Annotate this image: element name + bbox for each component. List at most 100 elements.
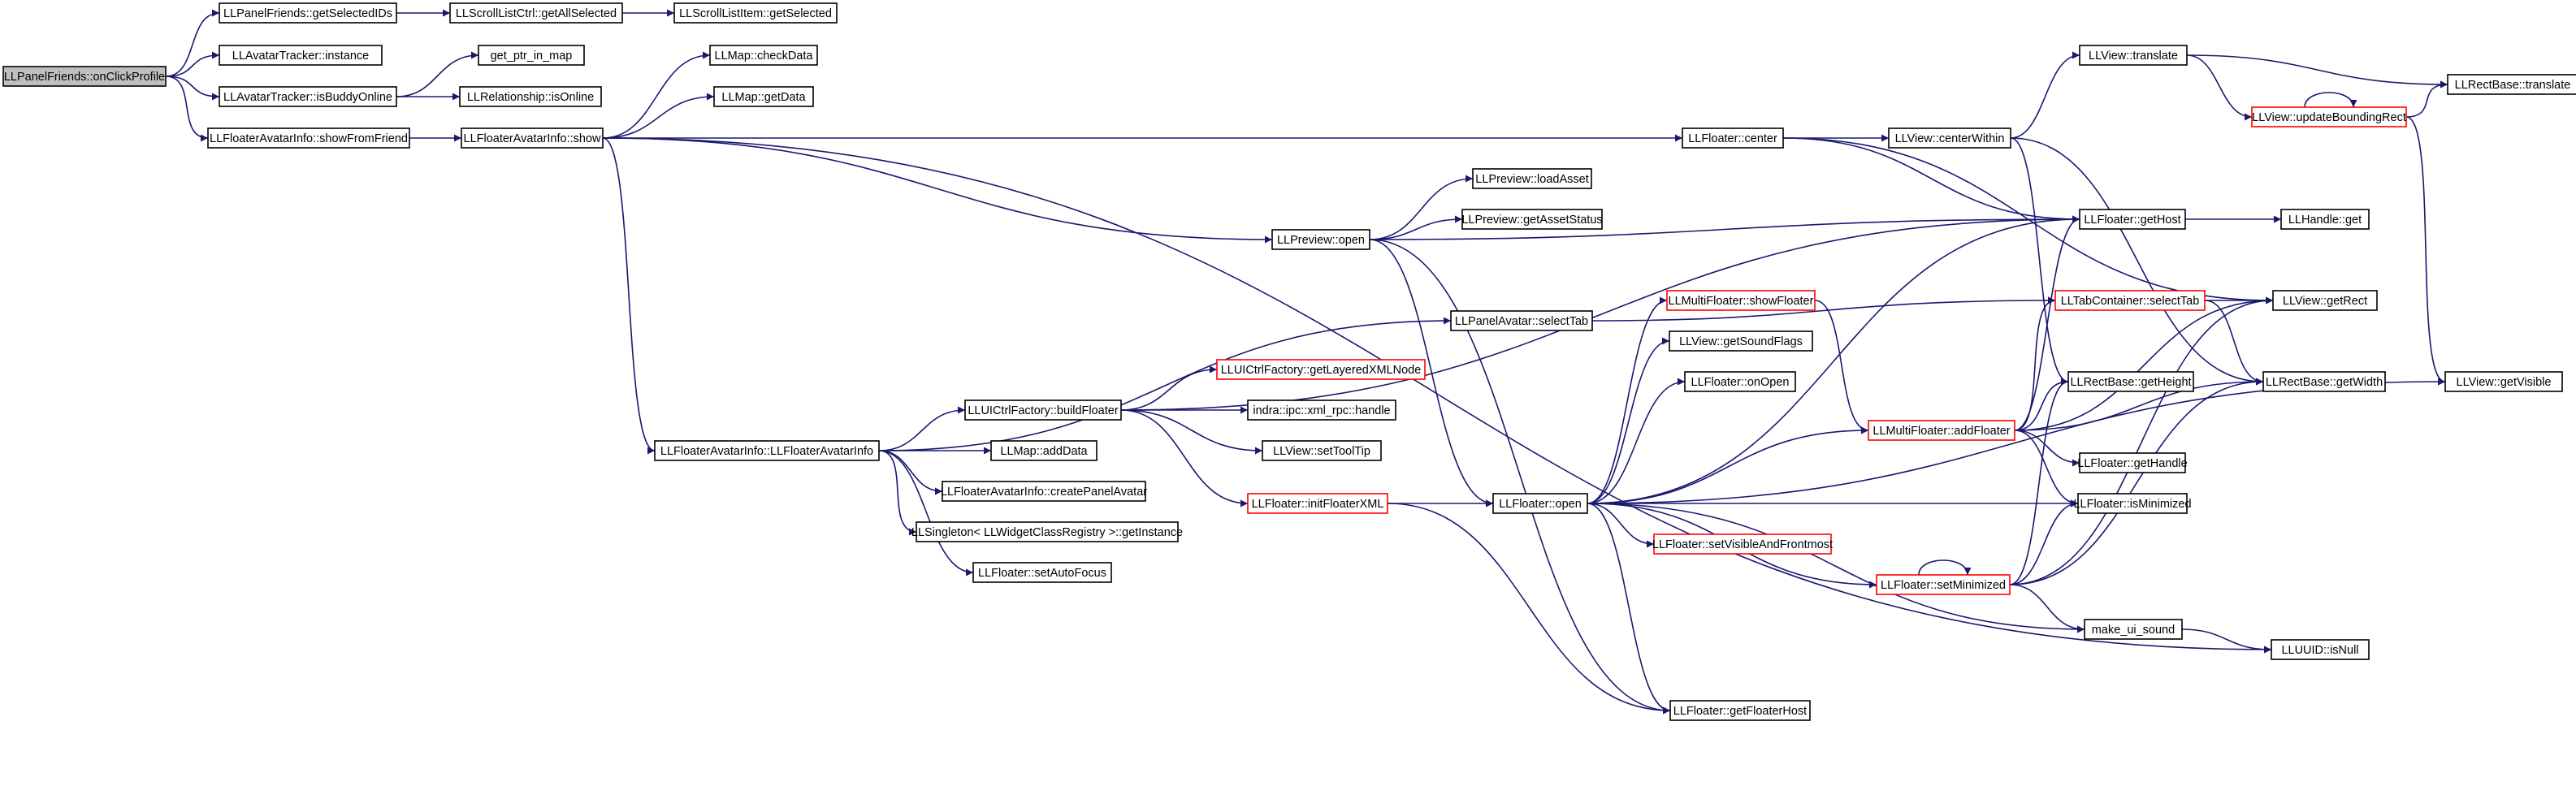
- node-setMinimized[interactable]: LLFloater::setMinimized: [1876, 574, 2011, 595]
- node-setVisibleAndFrontmost[interactable]: LLFloater::setVisibleAndFrontmost: [1652, 533, 1833, 555]
- node-label: LLFloater::open: [1499, 498, 1582, 511]
- node-loadAsset[interactable]: LLPreview::loadAsset: [1472, 168, 1592, 189]
- edge-initFloaterXML-to-getFloaterHost: [1387, 503, 1671, 715]
- node-getSelected[interactable]: LLScrollListItem::getSelected: [673, 2, 838, 24]
- edges-layer: [165, 9, 2448, 715]
- node-label: LLView::setToolTip: [1273, 445, 1370, 458]
- node-box: [1262, 440, 1382, 461]
- node-previewOpen[interactable]: LLPreview::open: [1271, 229, 1370, 250]
- node-getAssetStatus[interactable]: LLPreview::getAssetStatus: [1461, 209, 1603, 230]
- node-box: [1684, 371, 1796, 392]
- node-label: LLMap::getData: [721, 91, 806, 104]
- edge-makeUiSound-to-uuidIsNull: [2181, 628, 2272, 654]
- node-box: [673, 2, 838, 24]
- node-label: LLPanelAvatar::selectTab: [1455, 315, 1588, 328]
- node-label: LLMap::checkData: [715, 50, 814, 63]
- node-label: LLFloater::initFloaterXML: [1252, 498, 1384, 511]
- node-onClickProfile[interactable]: LLPanelFriends::onClickProfile: [2, 66, 167, 87]
- edge-floaterOpen-to-addFloater: [1587, 426, 1869, 504]
- node-box: [219, 86, 397, 107]
- node-box: [1247, 400, 1396, 421]
- node-getSelectedIDs[interactable]: LLPanelFriends::getSelectedIDs: [219, 2, 397, 24]
- node-getHeight[interactable]: LLRectBase::getHeight: [2067, 371, 2194, 392]
- node-isBuddyOnline[interactable]: LLAvatarTracker::isBuddyOnline: [219, 86, 397, 107]
- node-centerWithin[interactable]: LLView::centerWithin: [1888, 127, 2011, 149]
- edge-avatarInfoCtor-to-singletonGetInstance: [878, 450, 917, 536]
- node-floaterOpen[interactable]: LLFloater::open: [1492, 493, 1588, 514]
- node-label: LLView::centerWithin: [1895, 132, 2005, 145]
- node-box: [713, 86, 814, 107]
- edge-floaterOpen-to-makeUiSound: [1587, 503, 2085, 633]
- node-makeUiSound[interactable]: make_ui_sound: [2084, 619, 2183, 640]
- node-getWidth[interactable]: LLRectBase::getWidth: [2262, 371, 2386, 392]
- node-getData[interactable]: LLMap::getData: [713, 86, 814, 107]
- node-checkData[interactable]: LLMap::checkData: [709, 45, 818, 66]
- edge-buildFloater-to-initFloaterXML: [1120, 409, 1249, 507]
- node-box: [478, 45, 585, 66]
- node-uuidIsNull[interactable]: LLUUID::isNull: [2271, 639, 2370, 660]
- node-label: LLRectBase::getWidth: [2266, 376, 2383, 389]
- node-selectTabTC[interactable]: LLTabContainer::selectTab: [2054, 290, 2206, 311]
- node-updateBoundingRect[interactable]: LLView::updateBoundingRect: [2251, 106, 2407, 127]
- node-label: LLFloater::setMinimized: [1881, 579, 2006, 592]
- node-box: [2079, 209, 2186, 230]
- node-getRect[interactable]: LLView::getRect: [2272, 290, 2378, 311]
- edge-addFloater-to-selectTabTC: [2014, 296, 2056, 431]
- node-label: LLFloater::getFloaterHost: [1673, 705, 1807, 718]
- node-addFloater[interactable]: LLMultiFloater::addFloater: [1868, 420, 2015, 441]
- node-box: [709, 45, 818, 66]
- node-box: [2447, 74, 2576, 95]
- node-avatarTrackerInstance[interactable]: LLAvatarTracker::instance: [219, 45, 383, 66]
- node-box: [654, 440, 880, 461]
- node-getFloaterHost[interactable]: LLFloater::getFloaterHost: [1669, 700, 1811, 721]
- node-singletonGetInstance[interactable]: LLSingleton< LLWidgetClassRegistry >::ge…: [911, 521, 1183, 542]
- edge-avatarInfoCtor-to-buildFloater: [878, 406, 966, 451]
- node-getHost[interactable]: LLFloater::getHost: [2079, 209, 2186, 230]
- node-label: LLFloaterAvatarInfo::showFromFriend: [210, 132, 408, 145]
- edge-addFloater-to-getHeight: [2014, 378, 2069, 431]
- node-label: LLFloater::setVisibleAndFrontmost: [1652, 538, 1833, 551]
- node-label: LLAvatarTracker::isBuddyOnline: [223, 91, 392, 104]
- node-showFromFriend[interactable]: LLFloaterAvatarInfo::showFromFriend: [207, 127, 410, 149]
- node-label: LLUICtrlFactory::getLayeredXMLNode: [1221, 364, 1422, 377]
- edge-buildFloater-to-getHost: [1120, 215, 2080, 411]
- node-getPtrInMap[interactable]: get_ptr_in_map: [478, 45, 585, 66]
- node-getAllSelected[interactable]: LLScrollListCtrl::getAllSelected: [449, 2, 623, 24]
- node-showFloater[interactable]: LLMultiFloater::showFloater: [1666, 290, 1816, 311]
- node-viewTranslate[interactable]: LLView::translate: [2079, 45, 2188, 66]
- edge-setMinimized-to-setMinimized: [1918, 559, 1972, 576]
- node-isOnline[interactable]: LLRelationship::isOnline: [459, 86, 602, 107]
- node-avatarInfoShow[interactable]: LLFloaterAvatarInfo::show: [461, 127, 604, 149]
- node-handleGet[interactable]: LLHandle::get: [2280, 209, 2370, 230]
- node-initFloaterXML[interactable]: LLFloater::initFloaterXML: [1247, 493, 1388, 514]
- node-box: [1653, 533, 1832, 555]
- edge-floaterOpen-to-setVisibleAndFrontmost: [1587, 503, 1655, 548]
- node-label: LLFloaterAvatarInfo::show: [464, 132, 602, 145]
- node-rectTranslate[interactable]: LLRectBase::translate: [2447, 74, 2576, 95]
- node-box: [1450, 310, 1593, 331]
- node-buildFloater[interactable]: LLUICtrlFactory::buildFloater: [964, 400, 1122, 421]
- node-avatarInfoCtor[interactable]: LLFloaterAvatarInfo::LLFloaterAvatarInfo: [654, 440, 880, 461]
- node-isMinimized[interactable]: LLFloater::isMinimized: [2073, 493, 2192, 514]
- node-box: [1669, 330, 1813, 352]
- edge-avatarInfoCtor-to-createPanelAvatar: [878, 450, 943, 495]
- node-box: [2079, 45, 2188, 66]
- node-selectTabPA[interactable]: LLPanelAvatar::selectTab: [1450, 310, 1593, 331]
- node-label: LLFloaterAvatarInfo::LLFloaterAvatarInfo: [660, 445, 873, 458]
- node-box: [461, 127, 604, 149]
- node-box: [2, 66, 167, 87]
- node-setAutoFocus[interactable]: LLFloater::setAutoFocus: [972, 562, 1112, 583]
- edge-selectTabTC-to-getWidth: [2204, 300, 2264, 386]
- node-setToolTip[interactable]: LLView::setToolTip: [1262, 440, 1382, 461]
- node-getSoundFlags[interactable]: LLView::getSoundFlags: [1669, 330, 1813, 352]
- node-getVisible[interactable]: LLView::getVisible: [2444, 371, 2563, 392]
- node-onOpen[interactable]: LLFloater::onOpen: [1684, 371, 1796, 392]
- node-label: LLRelationship::isOnline: [467, 91, 594, 104]
- node-label: LLView::getSoundFlags: [1679, 335, 1803, 348]
- node-getLayeredXMLNode[interactable]: LLUICtrlFactory::getLayeredXMLNode: [1216, 359, 1426, 380]
- node-addData[interactable]: LLMap::addData: [990, 440, 1098, 461]
- node-xmlRpcHandle[interactable]: indra::ipc::xml_rpc::handle: [1247, 400, 1396, 421]
- node-createPanelAvatar[interactable]: LLFloaterAvatarInfo::createPanelAvatar: [941, 481, 1147, 502]
- node-floaterCenter[interactable]: LLFloater::center: [1682, 127, 1784, 149]
- node-getHandle[interactable]: LLFloater::getHandle: [2077, 452, 2188, 473]
